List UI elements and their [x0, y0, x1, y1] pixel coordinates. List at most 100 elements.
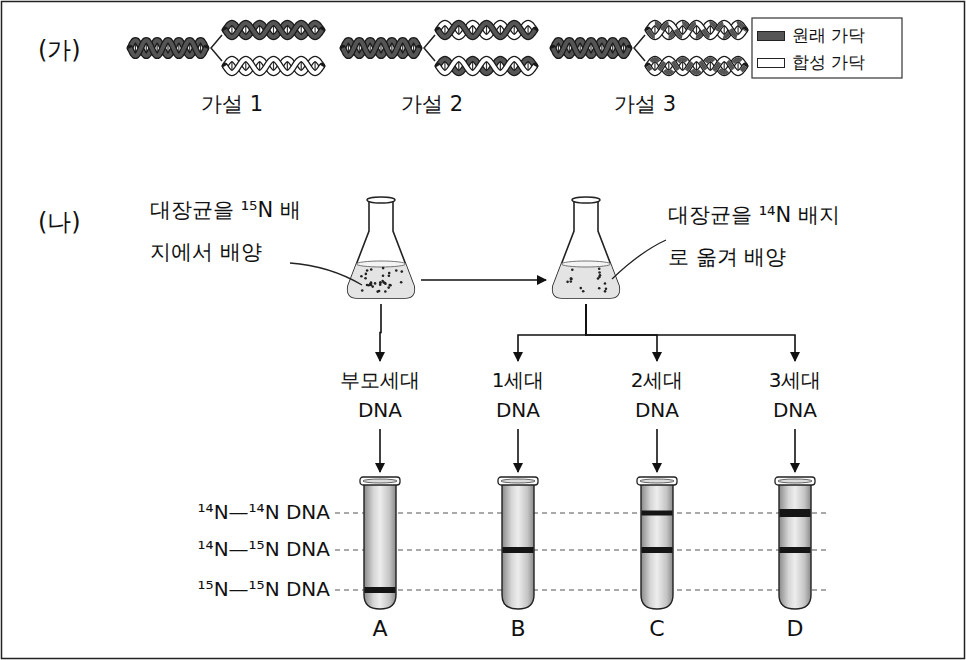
base-pair-rung — [668, 26, 669, 34]
bacteria-dot — [388, 274, 391, 277]
base-pair-rung — [486, 26, 487, 34]
strand-outline — [648, 59, 745, 73]
tube-rim — [637, 477, 677, 485]
tube-body — [502, 484, 534, 609]
bacteria-dot — [361, 289, 364, 292]
base-pair-rung — [514, 26, 515, 34]
flask-shape — [550, 195, 622, 300]
base-pair-rung — [472, 26, 473, 34]
flask-shape — [345, 195, 417, 300]
band-label: ¹⁴N—¹⁴N DNA — [198, 500, 330, 524]
legend-entry: 원래 가닥 — [757, 22, 899, 49]
bacteria-dot — [366, 269, 369, 272]
strand-outline — [438, 23, 535, 37]
culture-medium — [348, 264, 415, 298]
tube-opening — [501, 479, 535, 483]
tube-body — [641, 484, 673, 609]
legend-entry: 합성 가닥 — [757, 49, 899, 76]
generation-text: 1세대 DNA — [473, 365, 563, 425]
strand-outline — [130, 40, 206, 56]
bacteria-dot — [400, 281, 403, 284]
base-pair-rung — [724, 62, 725, 70]
base-pair-rung — [527, 62, 528, 70]
bacteria-dot — [364, 277, 367, 280]
leader-line — [290, 263, 362, 285]
base-pair-rung — [514, 62, 515, 70]
base-pair-rung — [301, 26, 302, 34]
flask-rim — [572, 197, 600, 203]
legend: 원래 가닥합성 가닥 — [757, 22, 899, 76]
base-pair-rung — [737, 26, 738, 34]
strand-outline — [225, 23, 322, 37]
fork-symbol — [424, 35, 435, 61]
base-pair-rung — [710, 26, 711, 34]
bacteria-dot — [570, 280, 573, 283]
band-guide-line — [335, 589, 830, 590]
hypothesis-label: 가설 2 — [401, 92, 463, 117]
bacteria-dot — [388, 284, 391, 287]
bacteria-dot — [360, 275, 363, 278]
bacteria-dot — [382, 281, 385, 284]
base-pair-rung — [500, 62, 501, 70]
base-pair-rung — [444, 62, 445, 70]
tube-opening — [640, 479, 674, 483]
hypothesis-label: 가설 1 — [201, 92, 263, 117]
synthesized-strand — [438, 23, 535, 37]
band-label: ¹⁵N—¹⁵N DNA — [198, 577, 330, 601]
strand-outline — [438, 59, 535, 73]
leader-line — [612, 240, 666, 279]
culture-medium — [553, 264, 620, 298]
base-pair-rung — [273, 62, 274, 70]
strand-outline — [438, 23, 535, 37]
flow-arrow — [586, 304, 657, 361]
bacteria-dot — [566, 281, 569, 284]
legend-swatch — [757, 31, 785, 41]
base-pair-rung — [500, 26, 501, 34]
replication-model — [130, 23, 322, 73]
culture-callout: 대장균을 ¹⁴N 배지로 옮겨 배양 — [668, 194, 846, 278]
generation-text: 부모세대 DNA — [330, 365, 430, 425]
original-strand — [648, 23, 745, 37]
strand-outline — [343, 40, 419, 56]
synthesized-strand — [438, 59, 535, 73]
original-strand — [648, 59, 745, 73]
base-pair-rung — [245, 62, 246, 70]
bacteria-dot — [382, 274, 385, 277]
medium-surface — [561, 261, 610, 267]
bacteria-dot — [367, 284, 370, 287]
synthesized-strand — [648, 59, 745, 73]
flow-arrow — [518, 304, 586, 361]
base-pair-rung — [710, 62, 711, 70]
generation-label: 2세대 DNA — [612, 365, 702, 425]
bacteria-dot — [570, 278, 573, 281]
tube-rim — [498, 477, 538, 485]
strand-outline — [648, 59, 745, 73]
original-strand — [343, 40, 419, 56]
generation-text: 2세대 DNA — [612, 365, 702, 425]
band-guide-line — [335, 512, 830, 513]
base-pair-rung — [314, 62, 315, 70]
bacteria-dot — [580, 287, 583, 290]
fork-symbol — [211, 35, 222, 61]
synthesized-strand — [225, 59, 322, 73]
base-pair-rung — [682, 62, 683, 70]
dna-band — [365, 587, 396, 593]
generation-text: 3세대 DNA — [750, 365, 840, 425]
legend-box — [752, 18, 902, 78]
legend-text: 합성 가닥 — [792, 52, 865, 72]
bacteria-dot — [382, 267, 385, 270]
strand-outline — [648, 23, 745, 37]
bacteria-dot — [598, 287, 601, 290]
bacteria-dot — [598, 267, 601, 270]
flask-outline — [348, 200, 415, 298]
base-pair-rung — [314, 26, 315, 34]
original-strand — [225, 23, 322, 37]
bacteria-dot — [384, 290, 387, 293]
synthesized-strand — [648, 59, 745, 73]
bacteria-dot — [388, 272, 391, 275]
base-pair-rung — [668, 62, 669, 70]
strand-outline — [343, 40, 419, 56]
